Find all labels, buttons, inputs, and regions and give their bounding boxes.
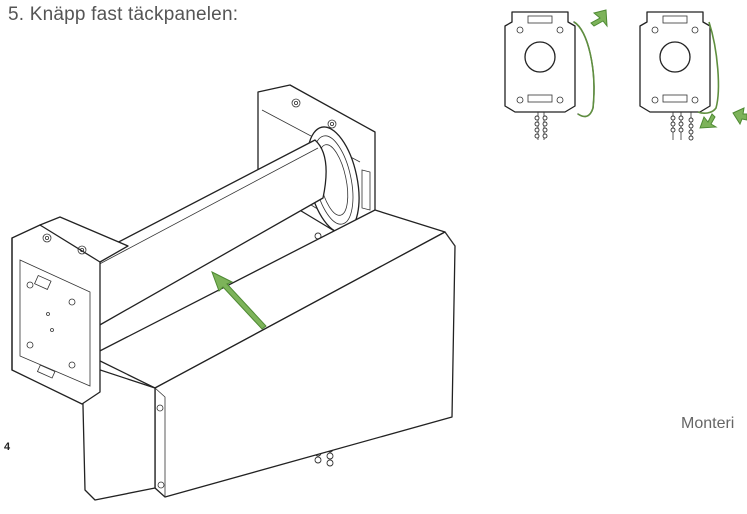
page-number: 4 [4, 441, 11, 453]
bracket-detail-left [504, 11, 595, 140]
cover-panel [81, 209, 456, 501]
chain-bead [326, 459, 334, 467]
step-title: 5. Knäpp fast täckpanelen: [8, 4, 239, 25]
roller-tube [79, 139, 327, 327]
green-arrow-icon [590, 9, 608, 28]
green-arrow-icon [732, 107, 747, 126]
chain-bead [314, 456, 322, 464]
left-mounting-bracket [11, 216, 129, 405]
bracket-detail-right [639, 11, 720, 141]
green-arrow-icon [699, 113, 718, 129]
footer-text: Monteri [681, 415, 735, 432]
chain-bead [326, 452, 334, 460]
green-arrow-icon [211, 270, 267, 330]
